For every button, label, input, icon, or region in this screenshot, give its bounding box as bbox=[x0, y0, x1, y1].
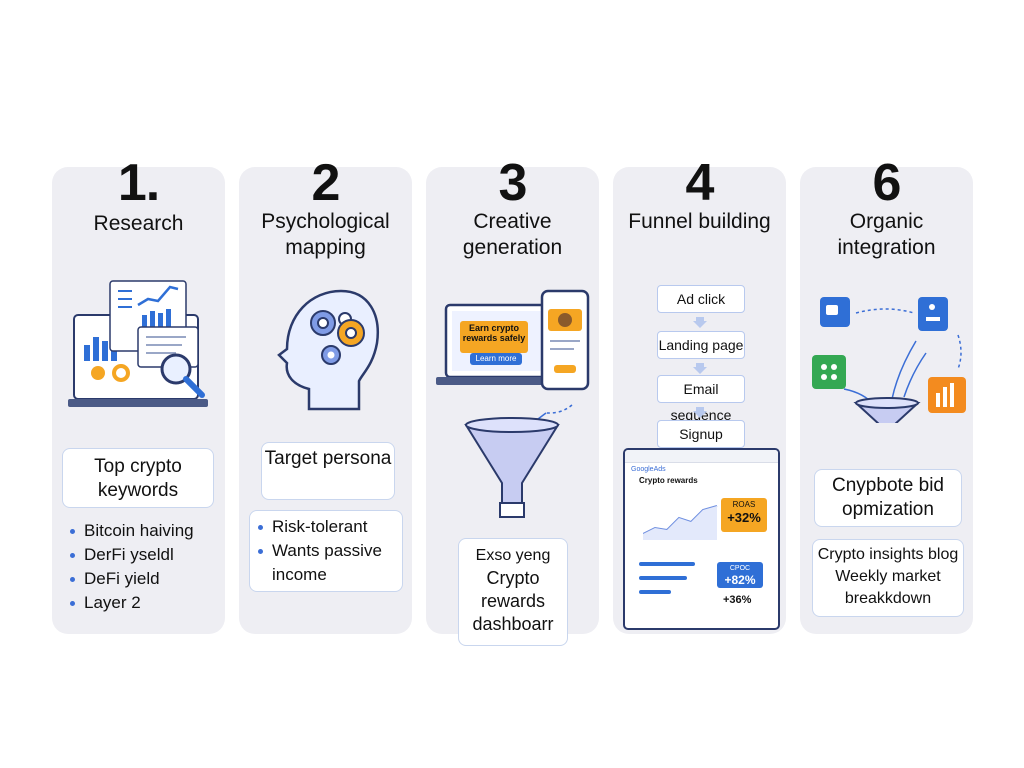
box-title: Crypto rewards dashboarr bbox=[472, 568, 554, 634]
persona-box: Target persona bbox=[261, 442, 395, 500]
list-item: Wants passive income bbox=[256, 539, 392, 587]
cpc-badge: CPOC +82% bbox=[717, 562, 763, 588]
list-item: Bitcoin haiving bbox=[68, 519, 194, 543]
funnel-icon bbox=[464, 404, 573, 518]
bid-optimization-box: Cnypbote bid opmization bbox=[814, 469, 962, 527]
slider-bar[interactable] bbox=[639, 562, 695, 566]
output-box: Exso yeng Crypto rewards dashboarr bbox=[458, 538, 568, 646]
slider-bar[interactable] bbox=[639, 590, 671, 594]
keywords-box: Top crypto keywords bbox=[62, 448, 214, 508]
step-title: Funnel building bbox=[628, 210, 771, 233]
list-item: Layer 2 bbox=[68, 591, 194, 615]
laptop-analytics-icon bbox=[68, 280, 208, 407]
funnel-step: Signup bbox=[657, 420, 745, 448]
step-card-organic-integration: 6 Organic integration Cnypbote bid opmiz… bbox=[800, 154, 973, 634]
content-line: Weekly market breakkdown bbox=[835, 568, 941, 607]
channels-funnel-icon bbox=[812, 297, 966, 423]
arrow-down-icon bbox=[693, 317, 707, 328]
content-line: Crypto insights blog bbox=[817, 546, 959, 563]
funnel-step: Email sequence bbox=[657, 375, 745, 423]
step-number: 6 bbox=[872, 154, 902, 212]
learn-more-button[interactable]: Learn more bbox=[470, 353, 522, 365]
step-number: 4 bbox=[685, 154, 715, 212]
head-gears-icon bbox=[277, 289, 379, 411]
arrow-down-icon bbox=[693, 407, 707, 418]
organic-content-box: Crypto insights blog Weekly market break… bbox=[812, 539, 964, 617]
step-card-creative-generation: 3 Creative generation Earn crypto reward… bbox=[426, 154, 599, 646]
funnel-step: Ad click bbox=[657, 285, 745, 313]
ads-dashboard: GoogleAds Crypto rewards ROAS +32% CPOC … bbox=[623, 448, 780, 630]
step-card-research: 1. Research Top crypto keywords bbox=[52, 154, 225, 634]
roas-label: ROAS bbox=[732, 500, 756, 509]
persona-traits: Risk-tolerant Wants passive income bbox=[249, 510, 403, 592]
step-number: 1. bbox=[117, 154, 160, 212]
dashboard-heading: Crypto rewards bbox=[639, 476, 698, 485]
step-title: Creative generation bbox=[462, 210, 563, 259]
slider-bar[interactable] bbox=[639, 576, 687, 580]
trend-line bbox=[643, 505, 718, 540]
step-title: Organic integration bbox=[837, 210, 936, 259]
cpc-value: +82% bbox=[724, 573, 756, 587]
ad-headline: Earn crypto rewards safely bbox=[460, 321, 528, 353]
roas-value: +32% bbox=[727, 510, 761, 525]
box-title: Cnypbote bid opmization bbox=[832, 475, 944, 520]
step-title: Research bbox=[93, 212, 184, 235]
third-value: +36% bbox=[723, 594, 752, 606]
trait-list: Risk-tolerant Wants passive income bbox=[256, 515, 392, 587]
roas-badge: ROAS +32% bbox=[721, 498, 767, 532]
step-number: 2 bbox=[311, 154, 341, 212]
cpc-label: CPOC bbox=[729, 565, 751, 572]
box-title: Target persona bbox=[264, 448, 392, 469]
funnel-step: Landing page bbox=[657, 331, 745, 359]
arrow-down-icon bbox=[693, 363, 707, 374]
step-card-funnel-building: 4 Funnel building Ad click Landing page … bbox=[613, 154, 786, 634]
brand-label: GoogleAds bbox=[631, 466, 666, 473]
box-subtitle: Exso yeng bbox=[475, 547, 551, 564]
step-number: 3 bbox=[498, 154, 528, 212]
box-title: Top crypto keywords bbox=[94, 456, 182, 501]
list-item: DeFi yield bbox=[68, 567, 194, 591]
step-card-psychological-mapping: 2 Psychological mapping Target persona R… bbox=[239, 154, 412, 634]
keyword-list: Bitcoin haiving DerFi yseldl DeFi yield … bbox=[68, 519, 194, 615]
step-title: Psychological mapping bbox=[261, 210, 390, 259]
list-item: DerFi yseldl bbox=[68, 543, 194, 567]
list-item: Risk-tolerant bbox=[256, 515, 392, 539]
browser-bar bbox=[625, 450, 778, 463]
